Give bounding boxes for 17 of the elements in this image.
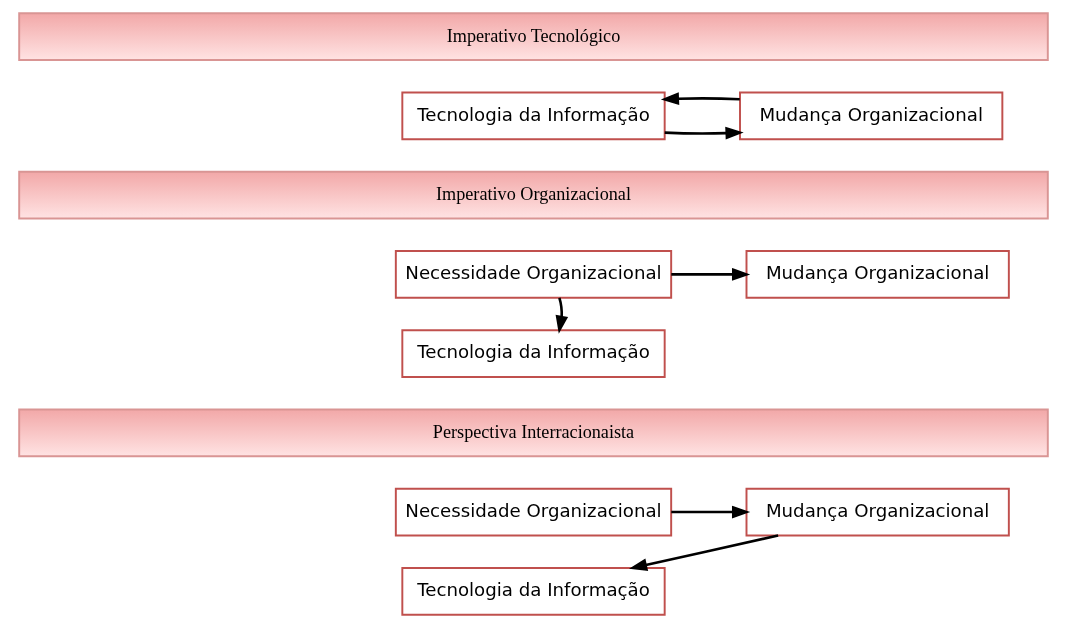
- node-box: Mudança Organizacional: [745, 250, 1010, 299]
- node-box: Tecnologia da Informação: [401, 566, 666, 616]
- node-box: Tecnologia da Informação: [401, 329, 666, 378]
- node-box: Mudança Organizacional: [745, 487, 1010, 537]
- arrow: [555, 297, 569, 334]
- node-box: Tecnologia da Informação: [401, 91, 666, 141]
- node-box: Necessidade Organizacional: [394, 250, 673, 299]
- node-box: Necessidade Organizacional: [394, 487, 673, 537]
- arrow: [671, 268, 751, 281]
- arrow: [660, 92, 740, 106]
- arrow: [664, 126, 744, 140]
- node-box: Imperativo Tecnológico: [18, 12, 1049, 62]
- node-box: Perspectiva Interracionaista: [18, 408, 1049, 458]
- node-box: Imperativo Organizacional: [18, 170, 1049, 220]
- arrow: [629, 534, 779, 571]
- node-box: Mudança Organizacional: [739, 91, 1004, 141]
- arrow: [671, 505, 751, 519]
